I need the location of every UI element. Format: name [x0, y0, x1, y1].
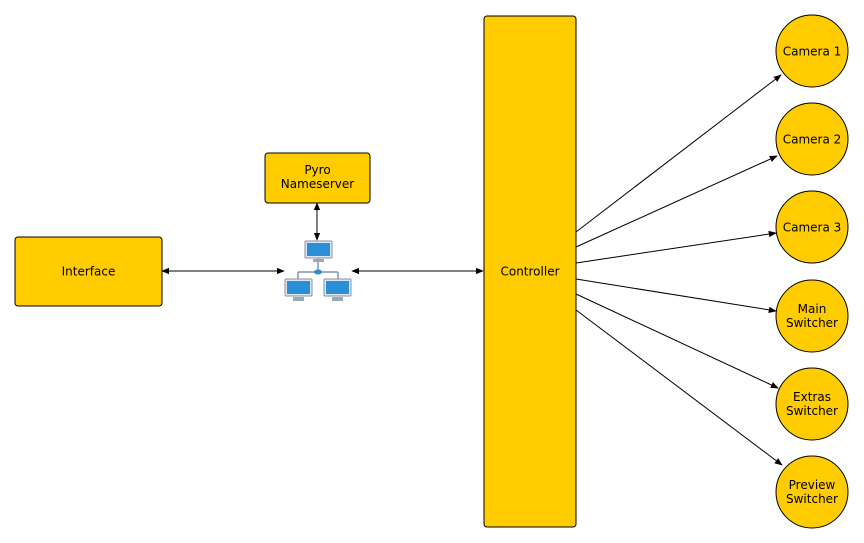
controller-node[interactable]: Controller — [483, 15, 577, 528]
edge-controller-preview-switcher — [575, 309, 783, 466]
preview-switcher-label-line2: Switcher — [786, 492, 838, 506]
edge-controller-camera2 — [575, 155, 778, 248]
pyro-label-line1: Pyro — [304, 163, 330, 177]
preview-switcher-node[interactable]: Preview Switcher — [775, 455, 849, 529]
extras-switcher-label-line1: Extras — [793, 390, 831, 404]
edge-controller-extras-switcher — [575, 293, 779, 389]
camera-2-label: Camera 2 — [783, 133, 842, 147]
camera-2-node[interactable]: Camera 2 — [775, 102, 849, 176]
interface-node[interactable]: Interface — [14, 236, 163, 307]
main-switcher-label-line2: Switcher — [786, 316, 838, 330]
pyro-nameserver-node[interactable]: Pyro Nameserver — [264, 152, 371, 204]
preview-switcher-label-line1: Preview — [789, 478, 836, 492]
network-icon — [284, 240, 352, 301]
edge-controller-camera3 — [575, 230, 777, 264]
pyro-label-line2: Nameserver — [281, 177, 354, 191]
main-switcher-node[interactable]: Main Switcher — [775, 279, 849, 353]
edge-controller-camera1 — [575, 74, 782, 233]
edge-controller-main-switcher — [575, 278, 777, 314]
camera-3-label: Camera 3 — [783, 221, 842, 235]
camera-3-node[interactable]: Camera 3 — [775, 190, 849, 264]
extras-switcher-label-line2: Switcher — [786, 404, 838, 418]
extras-switcher-node[interactable]: Extras Switcher — [775, 367, 849, 441]
controller-label: Controller — [500, 265, 559, 279]
camera-1-node[interactable]: Camera 1 — [775, 14, 849, 88]
camera-1-label: Camera 1 — [783, 45, 842, 59]
interface-label: Interface — [62, 265, 116, 279]
edges — [161, 74, 783, 466]
main-switcher-label-line1: Main — [798, 302, 827, 316]
